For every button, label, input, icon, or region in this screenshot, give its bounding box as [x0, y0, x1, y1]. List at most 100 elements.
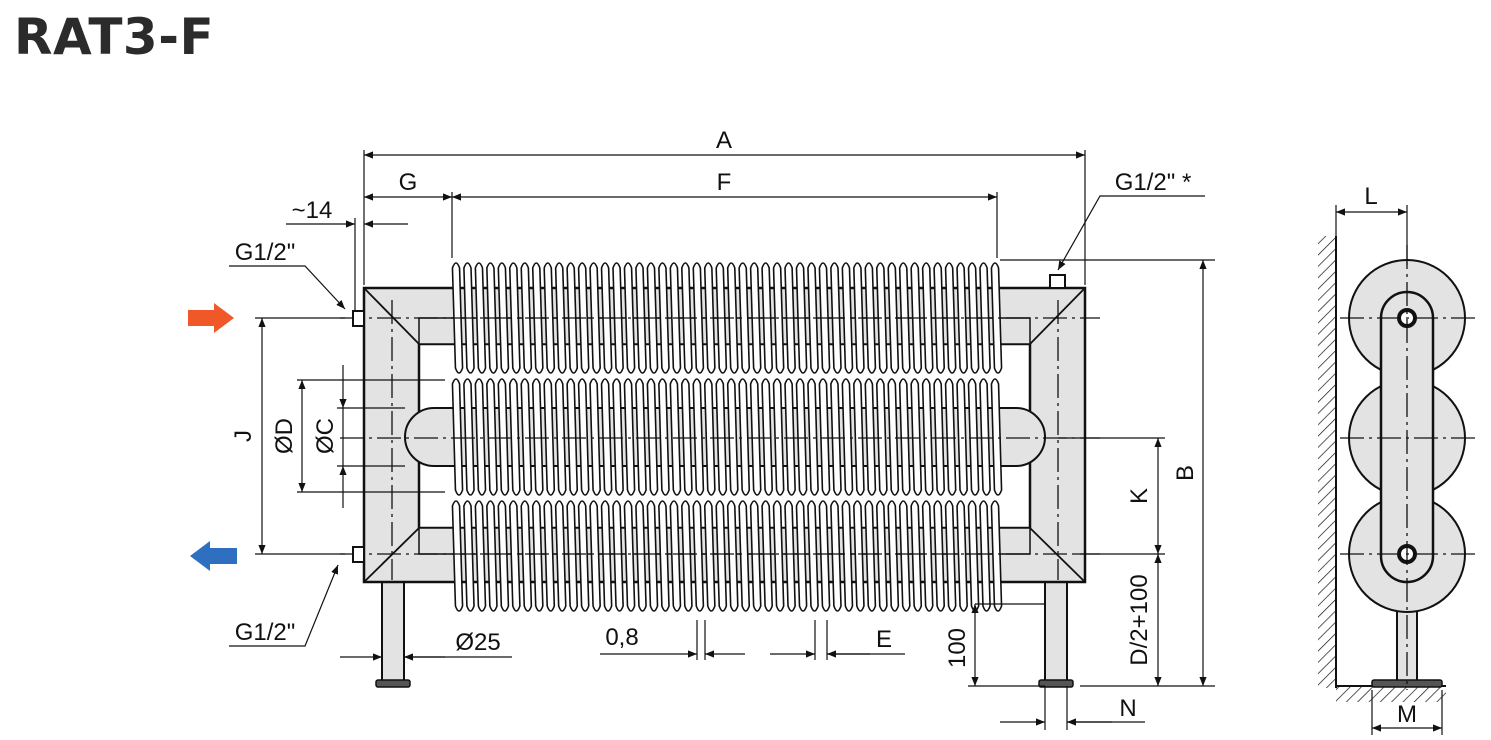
fin	[979, 378, 991, 496]
fin	[497, 500, 510, 612]
label-D2-100: D/2+100	[1126, 574, 1153, 665]
fin	[807, 378, 819, 496]
fin	[600, 500, 613, 612]
fin	[761, 500, 773, 612]
fin	[738, 262, 751, 374]
fin	[749, 500, 762, 612]
fin	[681, 378, 693, 496]
fin	[887, 378, 900, 496]
label-M: M	[1397, 701, 1417, 728]
fin	[921, 500, 934, 612]
label-A: A	[716, 127, 732, 154]
fin	[967, 378, 980, 496]
label-leg-height: 100	[944, 628, 971, 668]
fin	[531, 378, 544, 496]
label-E: E	[876, 626, 892, 653]
fin	[623, 378, 636, 496]
fin	[543, 262, 556, 374]
fin	[554, 262, 567, 374]
fin	[646, 378, 659, 496]
label-OC: ØC	[312, 418, 339, 454]
fin	[463, 500, 475, 612]
fin	[967, 500, 980, 612]
fin	[864, 500, 877, 612]
fin	[669, 500, 682, 612]
fin	[589, 378, 601, 496]
fin	[818, 500, 831, 612]
wall-hatch	[1318, 236, 1336, 688]
fin	[921, 378, 934, 496]
fin	[853, 378, 865, 496]
fin	[990, 378, 1003, 496]
side-view: L M	[1318, 183, 1480, 735]
fin	[956, 500, 968, 612]
fin	[463, 378, 475, 496]
label-N: N	[1119, 695, 1136, 722]
fin	[864, 378, 877, 496]
label-J: J	[230, 430, 257, 442]
fin	[841, 378, 854, 496]
fin	[898, 500, 911, 612]
fin	[658, 262, 670, 374]
fin	[875, 500, 888, 612]
fin	[486, 500, 498, 612]
fin	[566, 500, 579, 612]
fin	[830, 378, 842, 496]
fin	[646, 500, 659, 612]
fin	[795, 500, 808, 612]
fin	[703, 500, 716, 612]
fin	[841, 262, 854, 374]
fin	[474, 378, 487, 496]
fin	[508, 378, 521, 496]
label-offset-14: ~14	[292, 197, 333, 224]
fin	[658, 378, 670, 496]
fin	[543, 378, 556, 496]
fin	[692, 262, 705, 374]
fin	[933, 500, 946, 612]
fin	[910, 500, 923, 612]
fin	[531, 500, 544, 612]
fin	[589, 262, 601, 374]
fin	[944, 378, 957, 496]
label-B: B	[1172, 465, 1199, 481]
fin	[772, 500, 785, 612]
fin	[784, 378, 796, 496]
fin	[486, 378, 498, 496]
fin	[887, 500, 900, 612]
fin	[543, 500, 556, 612]
fin	[554, 378, 567, 496]
fin	[600, 378, 613, 496]
vent-connection	[1049, 274, 1066, 289]
label-F: F	[717, 169, 732, 196]
left-leg-foot	[375, 679, 411, 688]
label-connection-top-left: G1/2"	[235, 239, 296, 266]
fin	[726, 500, 739, 612]
page-title: RAT3-F	[14, 8, 215, 66]
fin	[612, 378, 624, 496]
fin	[738, 378, 751, 496]
fin	[898, 378, 911, 496]
fin	[508, 262, 521, 374]
fin	[956, 378, 968, 496]
fin	[703, 378, 716, 496]
fin	[726, 378, 739, 496]
label-leg-diameter: Ø25	[455, 629, 500, 656]
fin	[887, 262, 900, 374]
fin	[749, 378, 762, 496]
fin	[669, 378, 682, 496]
fin	[612, 500, 624, 612]
left-leg	[381, 579, 405, 685]
fin	[577, 378, 590, 496]
fin	[738, 500, 751, 612]
center-lines	[340, 300, 1100, 580]
fin	[875, 378, 888, 496]
fin	[703, 262, 716, 374]
fin	[623, 500, 636, 612]
fin	[497, 378, 510, 496]
inlet-arrow-icon	[188, 303, 234, 333]
fin	[554, 500, 567, 612]
fin	[715, 500, 728, 612]
fin	[692, 378, 705, 496]
label-G: G	[399, 169, 418, 196]
label-L: L	[1364, 183, 1377, 210]
